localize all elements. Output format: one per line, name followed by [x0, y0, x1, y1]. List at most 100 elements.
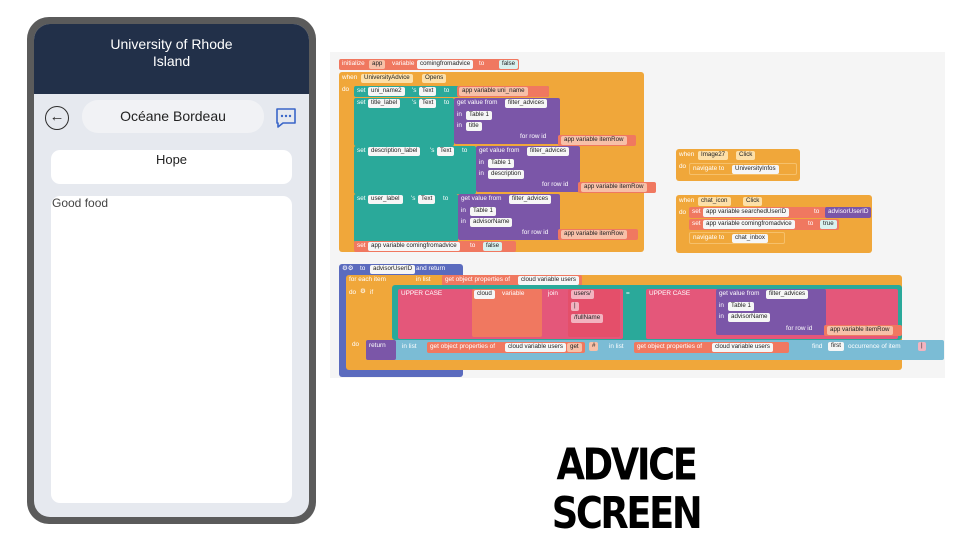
set3-row[interactable]: app variable itemRow: [581, 183, 647, 192]
set-title-block[interactable]: set title_label 's Text to: [354, 98, 454, 146]
set3-table[interactable]: Table 1: [488, 159, 514, 168]
get-kw[interactable]: get: [567, 343, 582, 352]
gop-kw: get object properties of: [445, 276, 511, 283]
set-description-block[interactable]: set description_label 's Text to: [354, 146, 476, 194]
set-kw: set: [357, 242, 366, 249]
return-gop-block[interactable]: get object properties of cloud variable …: [427, 342, 585, 353]
set2-src[interactable]: filter_advices: [505, 99, 548, 108]
s-kw: 's: [412, 99, 417, 106]
join-fullname[interactable]: /fullName: [571, 314, 604, 323]
chat-val2[interactable]: true: [820, 220, 837, 229]
set3-src[interactable]: filter_advices: [527, 147, 570, 156]
chat-v1[interactable]: app variable searchedUserID: [703, 208, 790, 217]
set4-table[interactable]: Table 1: [470, 207, 496, 216]
init-var[interactable]: comingfromadvice: [417, 60, 474, 69]
back-icon[interactable]: ←: [45, 106, 69, 130]
find-gop-block[interactable]: get object properties of cloud variable …: [634, 342, 789, 353]
opens-event[interactable]: Opens: [422, 74, 447, 83]
set4-src[interactable]: filter_advices: [509, 195, 552, 204]
set4-row-block[interactable]: app variable itemRow: [558, 229, 638, 240]
cloud-variable-block[interactable]: cloud variable: [472, 289, 542, 337]
set1-value[interactable]: app variable uni_name: [459, 87, 528, 96]
init-scope[interactable]: app: [369, 60, 386, 69]
set2-col[interactable]: title: [466, 122, 482, 131]
when-image27-block[interactable]: when Image27 Click do navigate to Univer…: [676, 149, 800, 181]
occ-bar[interactable]: |: [918, 342, 926, 351]
hash-kw[interactable]: #: [589, 342, 599, 351]
when-kw: when: [679, 197, 695, 204]
set3-prop[interactable]: Text: [437, 147, 455, 156]
set3-getvalue-block[interactable]: get value from filter_advices in Table 1…: [476, 146, 580, 192]
set4-prop[interactable]: Text: [418, 195, 436, 204]
set3-target[interactable]: description_label: [368, 147, 421, 156]
func-getvalue-block[interactable]: get value from filter_advices in Table 1…: [716, 289, 826, 335]
set-kw: set: [357, 195, 366, 202]
join-block[interactable]: users/ | /fullName: [568, 289, 620, 337]
set2-prop[interactable]: Text: [419, 99, 437, 108]
set-kw: set: [357, 99, 366, 106]
navigate-screen[interactable]: UniversityInfos: [732, 165, 779, 174]
set3-col[interactable]: description: [488, 170, 524, 179]
set2-getvalue-block[interactable]: get value from filter_advices in Table 1…: [454, 98, 560, 144]
chat-icon[interactable]: [274, 106, 298, 130]
set5-val[interactable]: false: [483, 242, 503, 251]
when-chat-icon-block[interactable]: when chat_icon Click do set app variable…: [676, 195, 872, 253]
set4-getvalue-block[interactable]: get value from filter_advices in Table 1…: [458, 194, 560, 240]
chat-val1: advisorUserID: [828, 208, 869, 215]
join-users[interactable]: users/: [571, 290, 594, 299]
set1-prop[interactable]: Text: [419, 87, 437, 96]
return-kw: return: [369, 342, 386, 349]
set-user-label-block[interactable]: set user_label 's Text to: [354, 194, 458, 242]
set-uni-name-block[interactable]: set uni_name2 's Text to app variable un…: [354, 86, 549, 97]
func-name[interactable]: advisorUserID: [370, 265, 416, 274]
set2-table[interactable]: Table 1: [466, 111, 492, 120]
chat-event[interactable]: Click: [743, 197, 763, 206]
init-kw: initialize: [342, 60, 365, 67]
gear-icon[interactable]: ⚙⚙: [342, 265, 354, 272]
func-row-block[interactable]: app variable itemRow: [824, 325, 902, 336]
join-bar[interactable]: |: [571, 302, 579, 311]
func-col[interactable]: advisorName: [728, 313, 771, 322]
init-val[interactable]: false: [499, 60, 519, 69]
set1-target[interactable]: uni_name2: [368, 87, 405, 96]
set4-col[interactable]: advisorName: [470, 218, 513, 227]
func-row[interactable]: app variable itemRow: [827, 326, 893, 335]
set2-row[interactable]: app variable itemRow: [561, 136, 627, 145]
cloud-var[interactable]: cloud variable users: [505, 343, 567, 352]
cloud-scope[interactable]: cloud: [474, 290, 495, 299]
gear-icon[interactable]: ⚙: [360, 288, 366, 295]
set3-row-block[interactable]: app variable itemRow: [578, 182, 656, 193]
image27-comp[interactable]: Image27: [698, 151, 729, 160]
gop-block[interactable]: get object properties of cloud variable …: [442, 275, 582, 286]
for-row-kw: for row id: [786, 325, 813, 332]
set1-value-block[interactable]: app variable uni_name: [457, 86, 549, 97]
chat-v2[interactable]: app variable comingfromadvice: [703, 220, 795, 229]
set2-target[interactable]: title_label: [368, 99, 401, 108]
func-src[interactable]: filter_advices: [766, 290, 809, 299]
when-kw: when: [679, 151, 695, 158]
upper-case-right-block[interactable]: UPPER CASE get value from filter_advices…: [646, 289, 902, 339]
cloud-var[interactable]: cloud variable users: [712, 343, 774, 352]
set4-target[interactable]: user_label: [368, 195, 403, 204]
set-searched-user-block[interactable]: set app variable searchedUserID to advis…: [689, 207, 871, 218]
func-table[interactable]: Table 1: [728, 302, 754, 311]
return-block[interactable]: return in list get object properties of …: [366, 340, 944, 360]
upper-case-left-block[interactable]: UPPER CASE cloud variable join users/ | …: [398, 289, 623, 339]
set5-target[interactable]: app variable comingfromadvice: [368, 242, 460, 251]
set-comingfromadvice-block[interactable]: set app variable comingfromadvice to fal…: [354, 241, 516, 252]
opens-comp[interactable]: UniversityAdvice: [361, 74, 413, 83]
cloud-var[interactable]: cloud variable users: [518, 276, 580, 285]
set2-row-block[interactable]: app variable itemRow: [558, 135, 636, 146]
set4-row[interactable]: app variable itemRow: [561, 230, 627, 239]
first-kw[interactable]: first: [828, 342, 844, 351]
navigate-block[interactable]: navigate to chat_inbox: [689, 232, 785, 244]
image27-event[interactable]: Click: [736, 151, 756, 160]
do-kw: do: [349, 289, 357, 296]
chat-comp[interactable]: chat_icon: [698, 197, 731, 206]
init-block[interactable]: initialize app variable comingfromadvice…: [339, 59, 519, 70]
advisor-call-block[interactable]: advisorUserID: [825, 207, 871, 218]
navigate-screen[interactable]: chat_inbox: [732, 234, 768, 243]
app-header: University of Rhode Island: [34, 24, 309, 94]
navigate-block[interactable]: navigate to UniversityInfos: [689, 163, 797, 175]
set-coming-true-block[interactable]: set app variable comingfromadvice to tru…: [689, 219, 839, 230]
